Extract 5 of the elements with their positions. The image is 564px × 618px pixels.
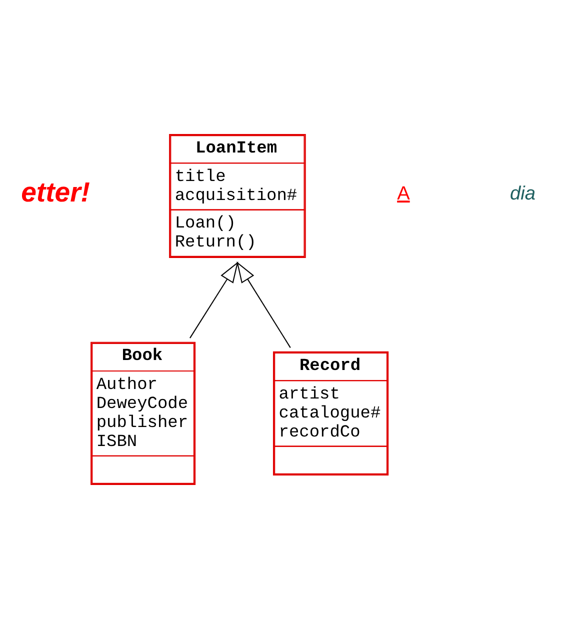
arrow: [236, 260, 291, 348]
arrow: [190, 260, 238, 338]
label: A: [397, 183, 410, 204]
label: etter!: [21, 176, 90, 208]
label: dia: [510, 183, 536, 204]
